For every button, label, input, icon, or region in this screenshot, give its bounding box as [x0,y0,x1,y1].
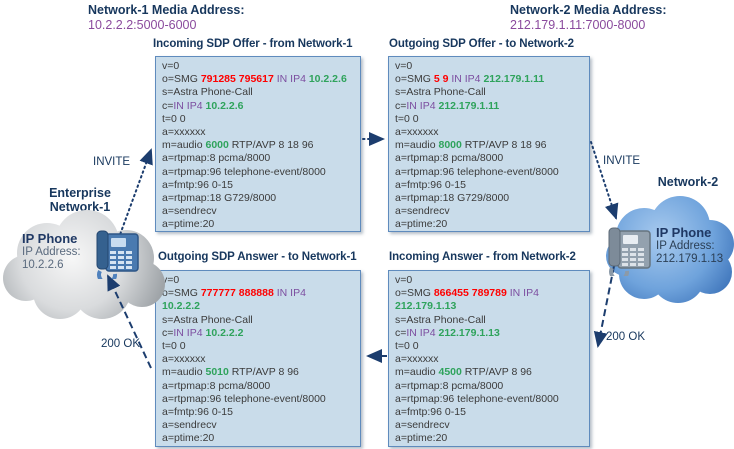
sdp-line: a=xxxxxx [395,126,439,139]
sdp-line: s=Astra Phone-Call [395,313,486,326]
invite-label-left: INVITE [93,156,131,168]
right-ip-phone-name: IP Phone [656,225,712,240]
sdp-line: 10.2.2.2 [162,300,200,313]
title-incoming-answer: Incoming Answer - from Network-2 [389,251,576,263]
right-ip-address-label: IP Address: [656,240,715,252]
sdp-line: o=SMG 791285 795617 IN IP4 10.2.2.6 [162,73,347,86]
title-outgoing-sdp-offer: Outgoing SDP Offer - to Network-2 [389,38,574,50]
sdp-line: s=Astra Phone-Call [162,313,253,326]
title-outgoing-sdp-answer: Outgoing SDP Answer - to Network-1 [158,251,357,263]
left-ip-address: 10.2.2.6 [22,259,64,271]
ok-arrow-smg-to-phone1 [107,274,152,369]
sdp-line: c=IN IP4 10.2.2.6 [162,99,244,112]
sdp-line: t=0 0 [395,112,419,125]
ok-label-left: 200 OK [101,338,140,350]
sdp-line: a=rtpmap:8 pcma/8000 [395,152,504,165]
network1-media-address-value: 10.2.2.2:5000-6000 [88,18,197,32]
sdp-line: s=Astra Phone-Call [162,86,253,99]
sdp-line: c=IN IP4 212.179.1.11 [395,99,500,112]
sdp-line: v=0 [162,60,180,72]
network1-media-address: Network-1 Media Address: 10.2.2.2:5000-6… [88,3,245,33]
sdp-line: m=audio 5010 RTP/AVP 8 96 [162,366,299,379]
sdp-line: a=fmtp:96 0-15 [162,406,233,419]
ok-arrow-phone2-to-smg [593,265,615,348]
right-ip-address: 212.179.1.13 [656,253,724,265]
sdp-line: a=fmtp:96 0-15 [395,406,466,419]
sdp-line: a=rtpmap:96 telephone-event/8000 [162,392,326,405]
sdp-line: v=0 [162,274,180,286]
invite-arrow-smg-to-phone2 [590,141,619,220]
sdp-line: a=rtpmap:96 telephone-event/8000 [395,165,559,178]
sdp-line: a=sendrecv [395,419,450,432]
network1-media-address-title: Network-1 Media Address: [88,3,245,17]
sdp-line: t=0 0 [162,340,186,353]
sdp-line: a=rtpmap:96 telephone-event/8000 [395,392,559,405]
sdp-line: a=rtpmap:8 pcma/8000 [162,152,271,165]
network2-label: Network-2 [657,175,719,189]
sdp-line: m=audio 8000 RTP/AVP 8 18 96 [395,139,547,152]
left-ip-phone-name: IP Phone [22,231,78,246]
enterprise-network1-label: Enterprise Network-1 [49,186,111,214]
sdp-line: a=xxxxxx [395,353,439,366]
sdp-line: a=rtpmap:18 G729/8000 [395,192,510,205]
network2-media-address: Network-2 Media Address: 212.179.1.11:70… [510,3,667,33]
sdp-line: a=fmtp:96 0-15 [162,178,233,191]
sdp-line: a=xxxxxx [162,353,206,366]
sdp-line: a=rtpmap:96 telephone-event/8000 [162,165,326,178]
sdp-line: a=fmtp:96 0-15 [395,178,466,191]
network2-media-address-title: Network-2 Media Address: [510,3,667,17]
sdp-line: c=IN IP4 212.179.1.13 [395,326,500,339]
left-ip-address-label: IP Address: [22,246,81,258]
sdp-line: 212.179.1.13 [395,300,457,313]
sdp-line: m=audio 4500 RTP/AVP 8 96 [395,366,532,379]
sdp-line: a=ptime:20 [162,432,215,445]
sdp-line: a=ptime:20 [395,432,448,445]
sdp-line: t=0 0 [162,112,186,125]
network2-media-address-value: 212.179.1.11:7000-8000 [510,18,646,32]
left-ip-phone-text: IP Phone IP Address: 10.2.2.6 [22,231,81,272]
title-incoming-sdp-offer: Incoming SDP Offer - from Network-1 [153,38,353,50]
sdp-line: a=rtpmap:8 pcma/8000 [162,379,271,392]
right-ip-phone-text: IP Phone IP Address: 212.179.1.13 [656,225,723,266]
sdp-line: c=IN IP4 10.2.2.2 [162,326,244,339]
sdp-line: o=SMG 5 9 IN IP4 212.179.1.11 [395,73,545,86]
sdp-line: v=0 [395,60,413,72]
invite-label-right: INVITE [603,155,641,167]
sdp-line: o=SMG 866455 789789 IN IP4 [395,287,539,300]
ip-phone-icon-right [608,227,651,276]
ok-label-right: 200 OK [606,331,645,343]
sdp-line: a=ptime:20 [395,218,448,231]
sdp-line: a=sendrecv [162,419,217,432]
sdp-line: o=SMG 777777 888888 IN IP4 [162,287,306,300]
sdp-line: a=rtpmap:18 G729/8000 [162,192,277,205]
sdp-line: t=0 0 [395,340,419,353]
sdp-line: a=xxxxxx [162,126,206,139]
sdp-line: a=sendrecv [162,205,217,218]
sdp-line: s=Astra Phone-Call [395,86,486,99]
ip-phone-icon-left [96,230,139,279]
sdp-line: a=rtpmap:8 pcma/8000 [395,379,504,392]
sdp-line: m=audio 6000 RTP/AVP 8 18 96 [162,139,314,152]
sdp-line: v=0 [395,274,413,286]
sdp-line: a=sendrecv [395,205,450,218]
sdp-line: a=ptime:20 [162,218,215,231]
